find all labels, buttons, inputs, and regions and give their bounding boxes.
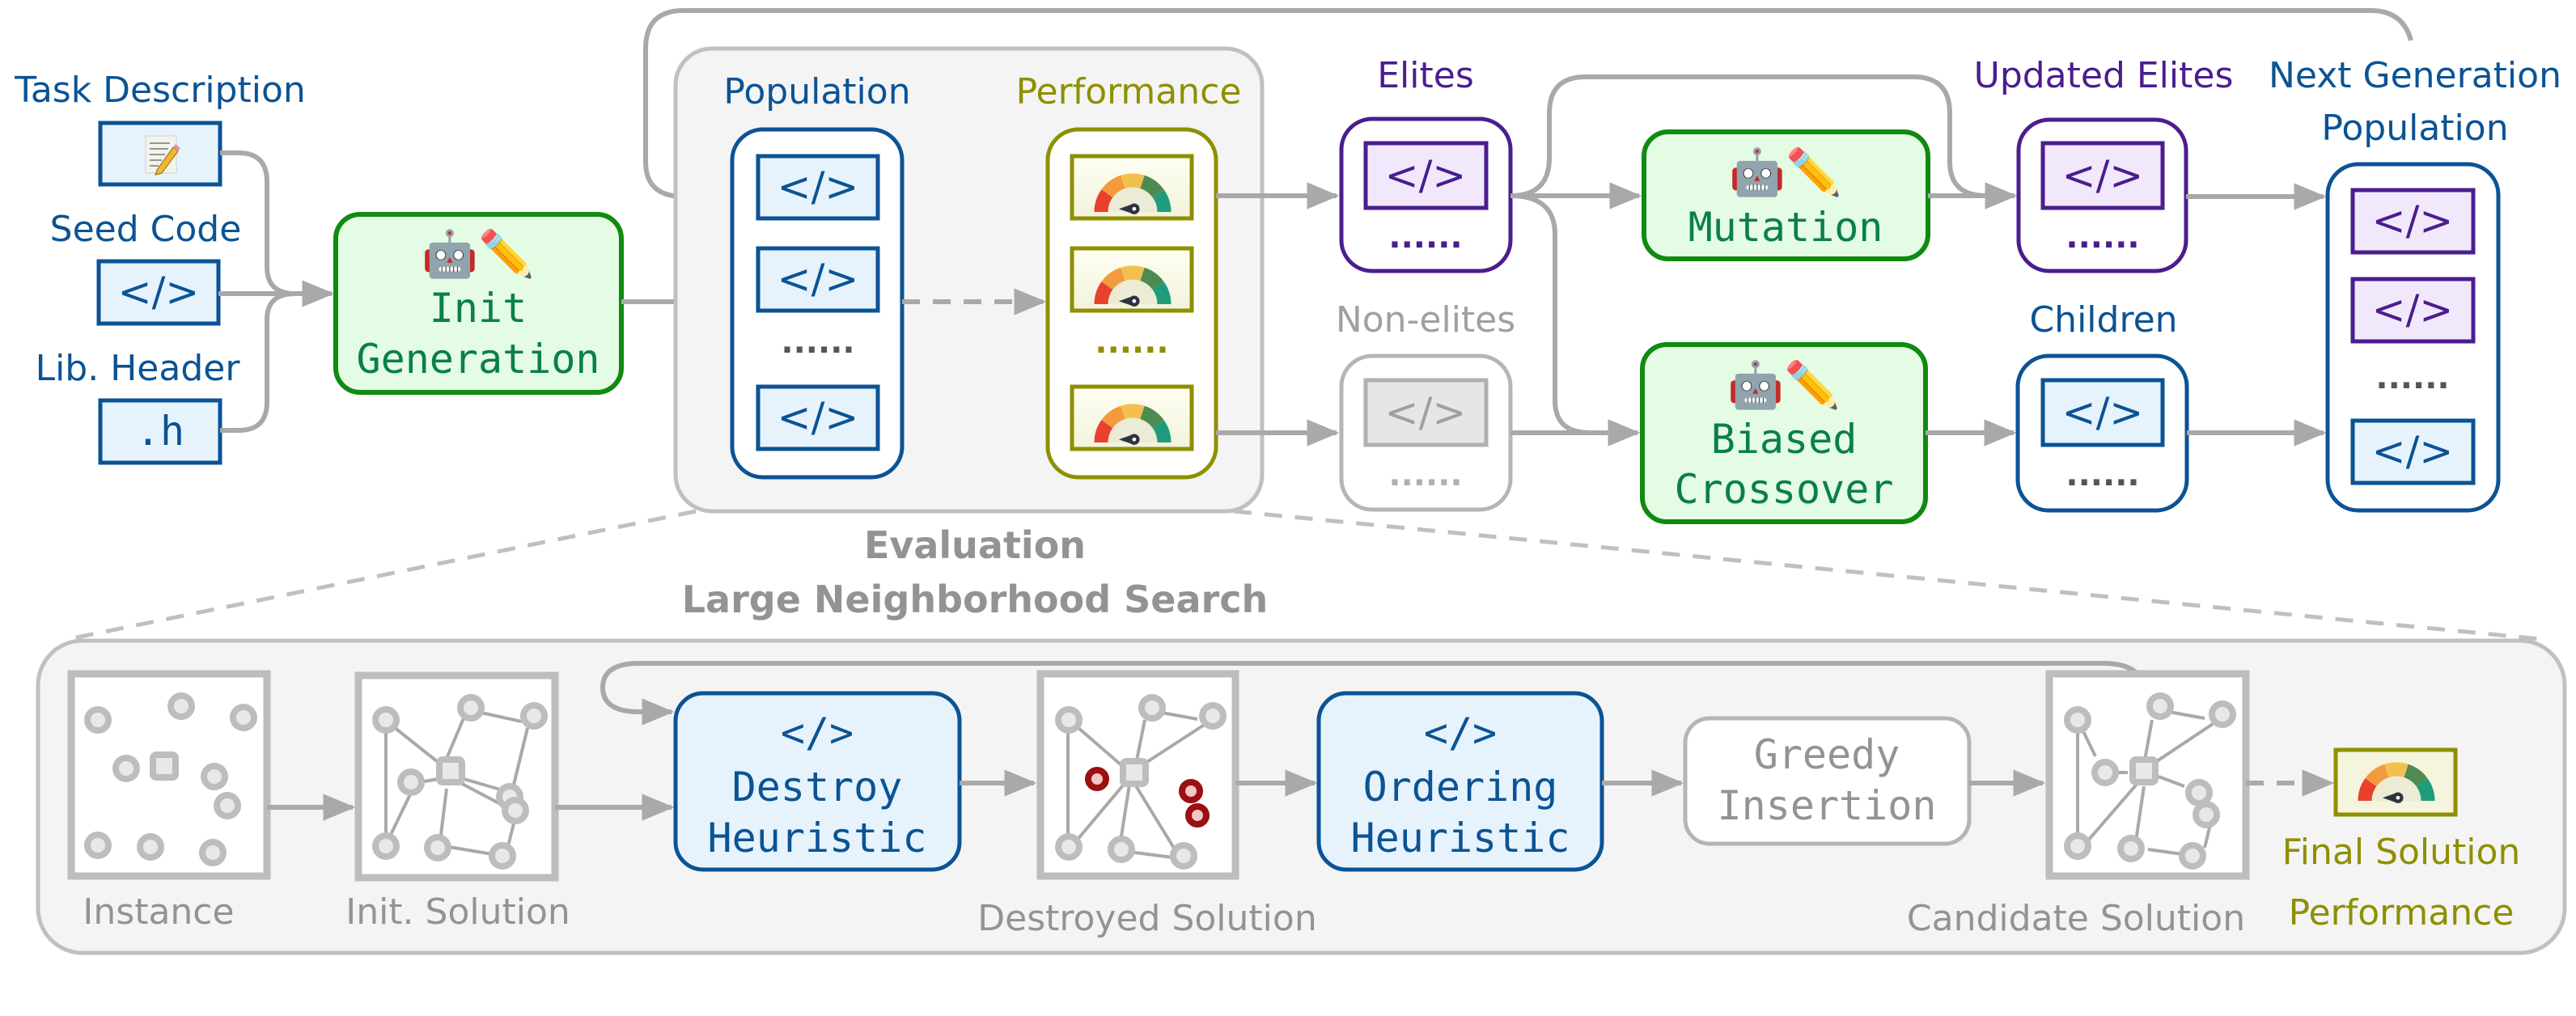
code-icon: </> [1385,152,1467,199]
svg-text:</>: </> [2372,197,2454,244]
init-generation-node: 🤖✏️ Init Generation [333,212,624,395]
ordering-line1: Ordering [1363,764,1558,811]
population-ellipsis: ...... [781,324,854,361]
children-group: Children </> ...... [2015,299,2189,513]
robot-pencil-icon: 🤖✏️ [1727,358,1840,411]
input-task-description: Task Description [14,70,306,187]
population-code-item: </> [756,246,880,313]
next-gen-elite-code-item: </> [2350,188,2476,255]
updated-elites-ellipsis: ...... [2065,218,2139,256]
population-container: </> </> ...... </> [730,127,905,480]
destroy-line2: Heuristic [708,815,927,861]
next-gen-ellipsis: ...... [2375,359,2449,396]
performance-ellipsis: ...... [1095,324,1168,361]
robot-pencil-icon: 🤖✏️ [422,226,534,280]
next-generation-feedback-loop [643,8,2413,210]
mutation-label: Mutation [1688,204,1883,251]
evaluation-caption: Evaluation [864,523,1086,567]
arrow-elites-to-updated-elites [1510,74,2018,210]
greedy-line2: Insertion [1718,782,1937,829]
biased-crossover-node: 🤖✏️ Biased Crossover [1640,342,1928,524]
greedy-insertion-node: Greedy Insertion [1683,716,1972,846]
destroy-line1: Destroy [732,764,903,811]
candidate-solution-label: Candidate Solution [1907,898,2245,939]
updated-elites-group: Updated Elites </> ...... [1974,55,2234,273]
performance-gauge-item [1070,154,1194,221]
lib-header-label: Lib. Header [36,348,241,389]
next-generation-label-line2: Population [2321,108,2508,149]
init-solution-label: Init. Solution [345,891,570,933]
zoom-guide-right [1233,509,2541,641]
code-icon: </> [118,269,200,315]
destroy-heuristic-node: </> Destroy Heuristic [673,691,962,872]
candidate-solution-graph [2045,670,2250,880]
greedy-line1: Greedy [1754,731,1900,778]
instance-label: Instance [83,891,234,933]
svg-text:</>: </> [2372,286,2454,333]
memo-icon [145,135,180,176]
next-generation-label-line1: Next Generation [2269,55,2561,96]
code-icon: </> [781,709,854,756]
input-lib-header: Lib. Header .h [36,348,241,465]
evaluation-panel: Population Performance </> </> ...... </… [673,46,1265,514]
task-description-label: Task Description [14,70,306,111]
ordering-heuristic-node: </> Ordering Heuristic [1316,691,1604,872]
mutation-node: 🤖✏️ Mutation [1642,129,1930,261]
connector-lib [220,291,296,433]
next-gen-child-code-item: </> [2350,418,2476,485]
svg-text:</>: </> [777,163,859,210]
svg-text:</>: </> [777,256,859,303]
destroyed-solution-graph [1036,670,1239,880]
init-solution-graph [354,671,559,882]
ordering-line2: Heuristic [1351,815,1570,861]
crossover-line1: Biased [1711,416,1858,463]
lns-title: Large Neighborhood Search [682,578,1269,621]
population-label: Population [723,71,910,112]
code-icon: </> [1424,709,1497,756]
updated-elites-label: Updated Elites [1974,55,2234,96]
arrow-elites-to-crossover [1510,193,1641,447]
destroyed-solution-label: Destroyed Solution [977,898,1316,939]
svg-text:</>: </> [2372,428,2454,475]
final-solution-label: Final Solution [2282,832,2521,873]
final-performance-label: Performance [2289,892,2515,933]
svg-text:</>: </> [777,394,859,441]
final-performance-gauge [2333,747,2458,817]
performance-gauge-item [1070,246,1194,313]
input-seed-code: Seed Code </> [50,209,242,326]
seed-code-label: Seed Code [50,209,242,250]
performance-gauge-item [1070,384,1194,451]
children-label: Children [2029,299,2177,341]
non-elites-label: Non-elites [1336,299,1515,341]
crossover-line2: Crossover [1675,466,1894,513]
code-icon: </> [2062,152,2144,199]
lns-iteration-loop [600,661,2146,726]
next-gen-elite-code-item: </> [2350,277,2476,344]
elites-ellipsis: ...... [1388,218,1462,256]
init-generation-line1: Init [430,285,527,332]
removed-node [1185,803,1210,828]
removed-node [1085,767,1109,791]
code-icon: </> [2062,389,2144,436]
init-generation-line2: Generation [356,336,600,383]
population-code-item: </> [756,384,880,451]
population-code-item: </> [756,154,880,221]
header-file-icon: .h [136,408,184,455]
connector-task [220,150,296,296]
children-ellipsis: ...... [2065,456,2139,493]
non-elites-group: Non-elites </> ...... [1336,299,1515,512]
next-generation-group: Next Generation Population </> </> .....… [2269,55,2561,513]
robot-pencil-icon: 🤖✏️ [1729,145,1841,198]
zoom-guide-left [68,509,697,641]
elites-group: Elites </> ...... [1339,55,1513,273]
non-elites-ellipsis: ...... [1388,456,1462,493]
removed-node [1179,779,1203,803]
lns-panel: Instance [36,638,2567,955]
elites-label: Elites [1377,55,1474,96]
code-icon: </> [1385,389,1467,436]
instance-graph [67,670,271,880]
performance-container: ...... [1045,127,1218,480]
performance-label: Performance [1016,71,1242,112]
